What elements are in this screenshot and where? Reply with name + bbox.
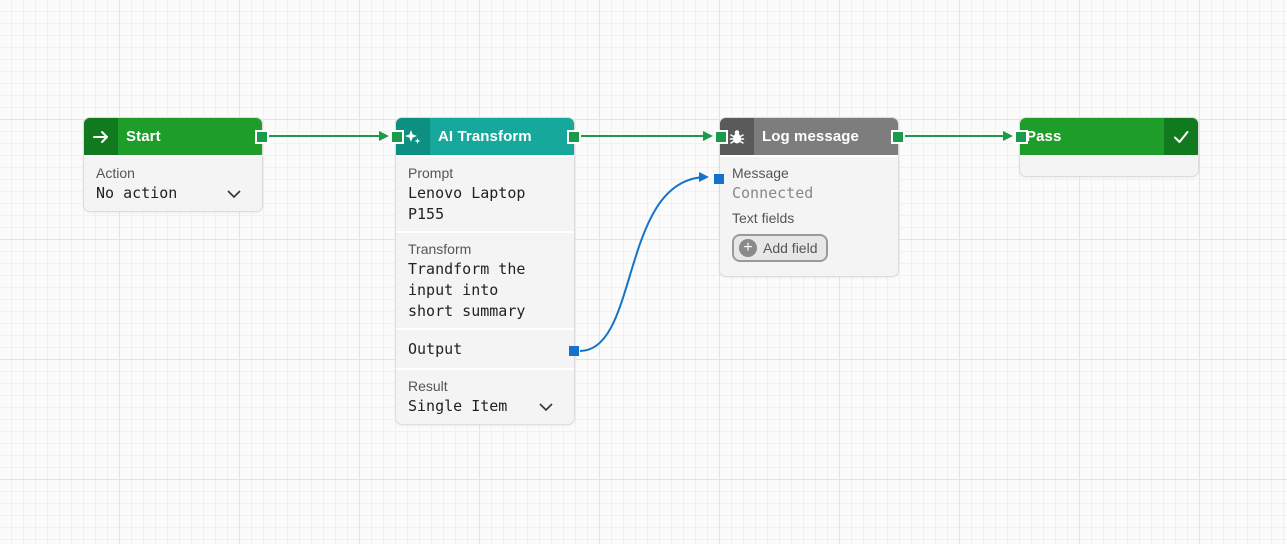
transform-label: Transform: [408, 241, 472, 257]
message-input-port[interactable]: [714, 174, 724, 184]
bug-icon: [720, 118, 754, 155]
start-node-title: Start: [126, 128, 161, 145]
start-node-header[interactable]: Start: [84, 118, 269, 155]
add-field-button[interactable]: + Add field: [732, 234, 829, 262]
output-label: Output: [408, 340, 463, 358]
ai-transform-node-header[interactable]: AI Transform: [390, 118, 581, 155]
log-message-node-title: Log message: [762, 128, 859, 145]
log-input-port[interactable]: [714, 130, 728, 144]
action-value: No action: [96, 184, 178, 202]
plus-icon: +: [739, 239, 757, 257]
action-label: Action: [96, 165, 135, 181]
ai-data-output-port[interactable]: [569, 346, 579, 356]
message-value: Connected: [732, 184, 814, 202]
check-icon: [1164, 118, 1198, 155]
wire-output-to-message[interactable]: [579, 172, 709, 352]
log-message-node[interactable]: Log message Message Connected Text field…: [714, 117, 905, 277]
pass-node-header[interactable]: Pass: [1014, 118, 1198, 155]
result-value: Single Item: [408, 397, 508, 415]
log-output-port[interactable]: [891, 130, 905, 144]
prompt-label: Prompt: [408, 165, 454, 181]
log-message-node-header[interactable]: Log message: [714, 118, 905, 155]
text-fields-label: Text fields: [732, 210, 795, 226]
chevron-down-icon: [539, 402, 553, 411]
result-label: Result: [408, 378, 448, 394]
prompt-value[interactable]: Lenovo Laptop P155: [408, 184, 526, 223]
pass-node[interactable]: Pass: [1014, 117, 1199, 177]
transform-value[interactable]: Trandform the input into short summary: [408, 260, 526, 320]
add-field-label: Add field: [763, 240, 818, 256]
ai-transform-node[interactable]: AI Transform Prompt Lenovo Laptop P155 T…: [390, 117, 581, 425]
result-select[interactable]: Single Item: [408, 396, 562, 417]
pass-node-title: Pass: [1026, 128, 1062, 145]
ai-input-port[interactable]: [390, 130, 404, 144]
arrow-right-icon: [84, 118, 118, 155]
ai-output-port[interactable]: [567, 130, 581, 144]
message-label: Message: [732, 165, 789, 181]
chevron-down-icon: [227, 189, 241, 198]
start-node[interactable]: Start Action No action: [83, 117, 269, 212]
action-select[interactable]: No action: [96, 183, 250, 204]
start-output-port[interactable]: [255, 130, 269, 144]
ai-transform-node-title: AI Transform: [438, 128, 532, 145]
pass-input-port[interactable]: [1014, 130, 1028, 144]
